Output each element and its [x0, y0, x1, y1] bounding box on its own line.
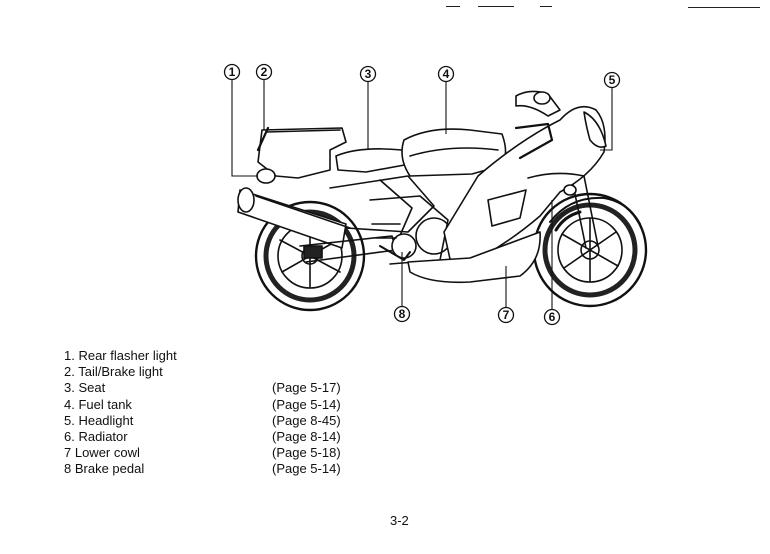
page-number: 3-2	[390, 513, 409, 528]
rear-flasher	[256, 168, 276, 184]
part-label: 3. Seat	[64, 380, 106, 396]
legend-row: 4. Fuel tank (Page 5-14)	[64, 397, 341, 413]
callout-7: 7	[503, 308, 510, 322]
part-label: 2. Tail/Brake light	[64, 364, 163, 380]
handlebar	[514, 122, 554, 160]
page-reference: (Page 5-17)	[272, 380, 341, 396]
mirror	[533, 91, 551, 105]
top-rule	[540, 6, 552, 7]
headlight	[583, 111, 607, 148]
callout-4: 4	[443, 67, 450, 81]
page-reference: (Page 5-14)	[272, 396, 341, 412]
parts-legend: 1. Rear flasher light 2. Tail/Brake ligh…	[64, 348, 341, 478]
callout-5: 5	[609, 73, 616, 87]
legend-row: 5. Headlight (Page 8-45)	[64, 413, 341, 429]
part-label: 1. Rear flasher light	[64, 348, 177, 363]
page-reference: (Page 5-18)	[272, 445, 341, 461]
callout-8: 8	[399, 307, 406, 321]
lower-cowl	[407, 231, 541, 284]
legend-row: 7 Lower cowl (Page 5-18)	[64, 445, 341, 461]
legend-row: 1. Rear flasher light	[64, 348, 341, 364]
frame	[329, 175, 435, 233]
exhaust	[237, 187, 351, 259]
motorcycle-illustration: 1 2 3 4 5 6 7 8	[223, 63, 648, 326]
legend-row: 3. Seat (Page 5-17)	[64, 380, 341, 396]
callout-1: 1	[229, 65, 236, 79]
legend-row: 8 Brake pedal (Page 5-14)	[64, 461, 341, 477]
seat	[335, 148, 411, 173]
callout-3: 3	[365, 67, 372, 81]
tail-section	[256, 126, 347, 179]
top-rule	[478, 6, 514, 7]
part-label: 5. Headlight	[64, 412, 134, 428]
callout-6: 6	[549, 310, 556, 324]
part-label: 6. Radiator	[64, 428, 128, 444]
front-fender	[549, 196, 641, 225]
callout-2: 2	[261, 65, 268, 79]
top-rule	[446, 6, 460, 7]
brake-pedal-shape	[379, 245, 411, 261]
page-reference: (Page 8-45)	[272, 412, 341, 428]
legend-row: 6. Radiator (Page 8-14)	[64, 429, 341, 445]
part-label: 4. Fuel tank	[64, 396, 132, 412]
legend-row: 2. Tail/Brake light	[64, 364, 341, 380]
part-label: 7 Lower cowl	[64, 445, 140, 461]
page-reference: (Page 8-14)	[272, 428, 341, 444]
top-rule	[688, 7, 760, 8]
part-label: 8 Brake pedal	[64, 461, 145, 477]
page-reference: (Page 5-14)	[272, 461, 341, 477]
